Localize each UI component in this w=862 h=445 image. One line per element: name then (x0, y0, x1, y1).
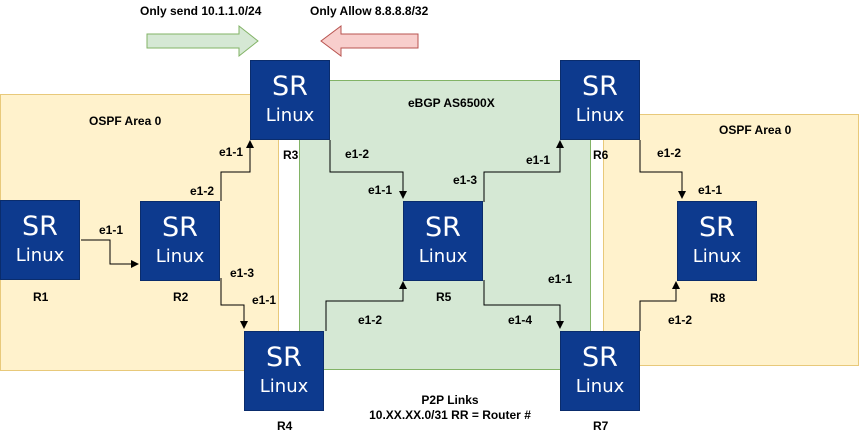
if-r3-r5-dst: e1-1 (368, 183, 393, 197)
router-r1-os: Linux (15, 245, 65, 266)
router-r4-brand: SR (266, 342, 302, 373)
area-label-left: OSPF Area 0 (89, 114, 162, 128)
if-r2-r3-dst: e1-1 (219, 145, 244, 159)
if-r5-r7-src: e1-4 (508, 313, 533, 327)
if-r5-r6-src: e1-3 (453, 173, 478, 187)
router-r3-os: Linux (265, 105, 315, 126)
router-r2-brand: SR (162, 212, 198, 243)
router-r5-os: Linux (418, 246, 468, 267)
router-r8[interactable]: SR Linux (677, 201, 757, 281)
router-r8-brand: SR (699, 212, 735, 243)
router-label-r1: R1 (33, 290, 49, 304)
link-r2-r3 (220, 140, 254, 201)
link-r3-r5 (329, 140, 407, 199)
router-r2-os: Linux (155, 246, 205, 267)
link-r1-r2 (81, 239, 139, 268)
router-r3-brand: SR (272, 71, 308, 102)
if-r6-r8-dst: e1-1 (698, 183, 723, 197)
router-label-r5: R5 (436, 290, 452, 304)
if-r5-r7-dst: e1-1 (548, 272, 573, 286)
router-r8-os: Linux (692, 246, 742, 267)
router-r6-brand: SR (582, 71, 618, 102)
if-r3-r5-src: e1-2 (345, 147, 370, 161)
router-r2[interactable]: SR Linux (140, 201, 220, 281)
router-r5-brand: SR (425, 212, 461, 243)
router-label-r3: R3 (283, 148, 299, 162)
router-label-r7: R7 (593, 419, 609, 433)
link-r2-r4 (220, 278, 248, 329)
router-r7[interactable]: SR Linux (560, 331, 640, 411)
router-label-r4: R4 (277, 419, 293, 433)
router-label-r6: R6 (593, 148, 609, 162)
router-label-r8: R8 (710, 291, 726, 305)
link-r7-r8 (639, 281, 680, 331)
link-r6-r8 (639, 140, 686, 199)
router-r4-os: Linux (259, 376, 309, 397)
send-policy-label: Only send 10.1.1.0/24 (140, 4, 262, 18)
link-r4-r5 (325, 281, 407, 331)
link-r5-r6 (483, 140, 564, 202)
if-r4-r5: e1-2 (358, 313, 383, 327)
router-r1-brand: SR (22, 211, 58, 242)
if-r6-r8-src: e1-2 (657, 146, 682, 160)
if-r2-r4-src: e1-3 (230, 266, 255, 280)
link-r5-r7 (483, 280, 564, 329)
router-r6-os: Linux (575, 105, 625, 126)
area-label-right: OSPF Area 0 (719, 123, 792, 137)
router-label-r2: R2 (173, 290, 189, 304)
router-r5[interactable]: SR Linux (403, 201, 483, 281)
p2p-links-title: P2P Links (421, 393, 479, 407)
allow-policy-arrow (320, 25, 419, 57)
if-r2-r4-dst: e1-1 (252, 293, 277, 307)
router-r1[interactable]: SR Linux (0, 200, 80, 280)
router-r3[interactable]: SR Linux (250, 60, 330, 140)
router-r7-brand: SR (582, 342, 618, 373)
if-r1-r2-src: e1-1 (99, 223, 124, 237)
if-r2-r3-src: e1-2 (190, 184, 215, 198)
allow-policy-label: Only Allow 8.8.8.8/32 (310, 4, 429, 18)
router-r7-os: Linux (575, 376, 625, 397)
send-policy-arrow (146, 24, 259, 58)
router-r4[interactable]: SR Linux (244, 331, 324, 411)
if-r7-r8: e1-2 (668, 313, 693, 327)
area-label-center: eBGP AS6500X (408, 96, 495, 110)
router-r6[interactable]: SR Linux (560, 60, 640, 140)
if-r5-r6-dst: e1-1 (526, 153, 551, 167)
p2p-links-subnet: 10.XX.XX.0/31 RR = Router # (369, 408, 531, 422)
